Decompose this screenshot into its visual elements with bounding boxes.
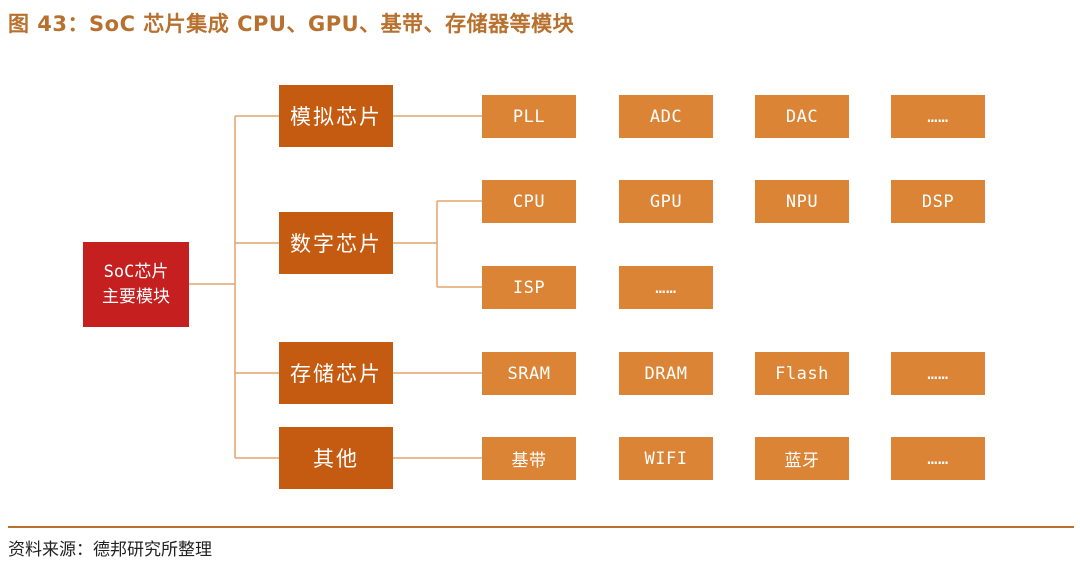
leaf-isp: ISP [482, 266, 576, 309]
leaf-digital-more: …… [619, 266, 713, 309]
category-digital-chip: 数字芯片 [279, 212, 393, 274]
leaf-dsp: DSP [891, 180, 985, 223]
leaf-adc: ADC [619, 95, 713, 138]
category-analog-chip: 模拟芯片 [279, 85, 393, 147]
leaf-memory-more: …… [891, 352, 985, 395]
leaf-pll: PLL [482, 95, 576, 138]
leaf-bluetooth: 蓝牙 [755, 437, 849, 480]
source-note: 资料来源：德邦研究所整理 [8, 540, 212, 560]
leaf-baseband: 基带 [482, 437, 576, 480]
footer-divider [8, 526, 1074, 528]
leaf-dac: DAC [755, 95, 849, 138]
root-label-line2: 主要模块 [102, 286, 170, 307]
leaf-gpu: GPU [619, 180, 713, 223]
leaf-analog-more: …… [891, 95, 985, 138]
leaf-wifi: WIFI [619, 437, 713, 480]
leaf-dram: DRAM [619, 352, 713, 395]
category-other: 其他 [279, 427, 393, 489]
figure-title: 图 43：SoC 芯片集成 CPU、GPU、基带、存储器等模块 [8, 12, 575, 36]
leaf-sram: SRAM [482, 352, 576, 395]
leaf-flash: Flash [755, 352, 849, 395]
leaf-npu: NPU [755, 180, 849, 223]
leaf-cpu: CPU [482, 180, 576, 223]
root-label-line1: SoC芯片 [103, 261, 169, 282]
category-memory-chip: 存储芯片 [279, 342, 393, 404]
root-node-soc-modules: SoC芯片 主要模块 [83, 242, 189, 327]
leaf-other-more: …… [891, 437, 985, 480]
